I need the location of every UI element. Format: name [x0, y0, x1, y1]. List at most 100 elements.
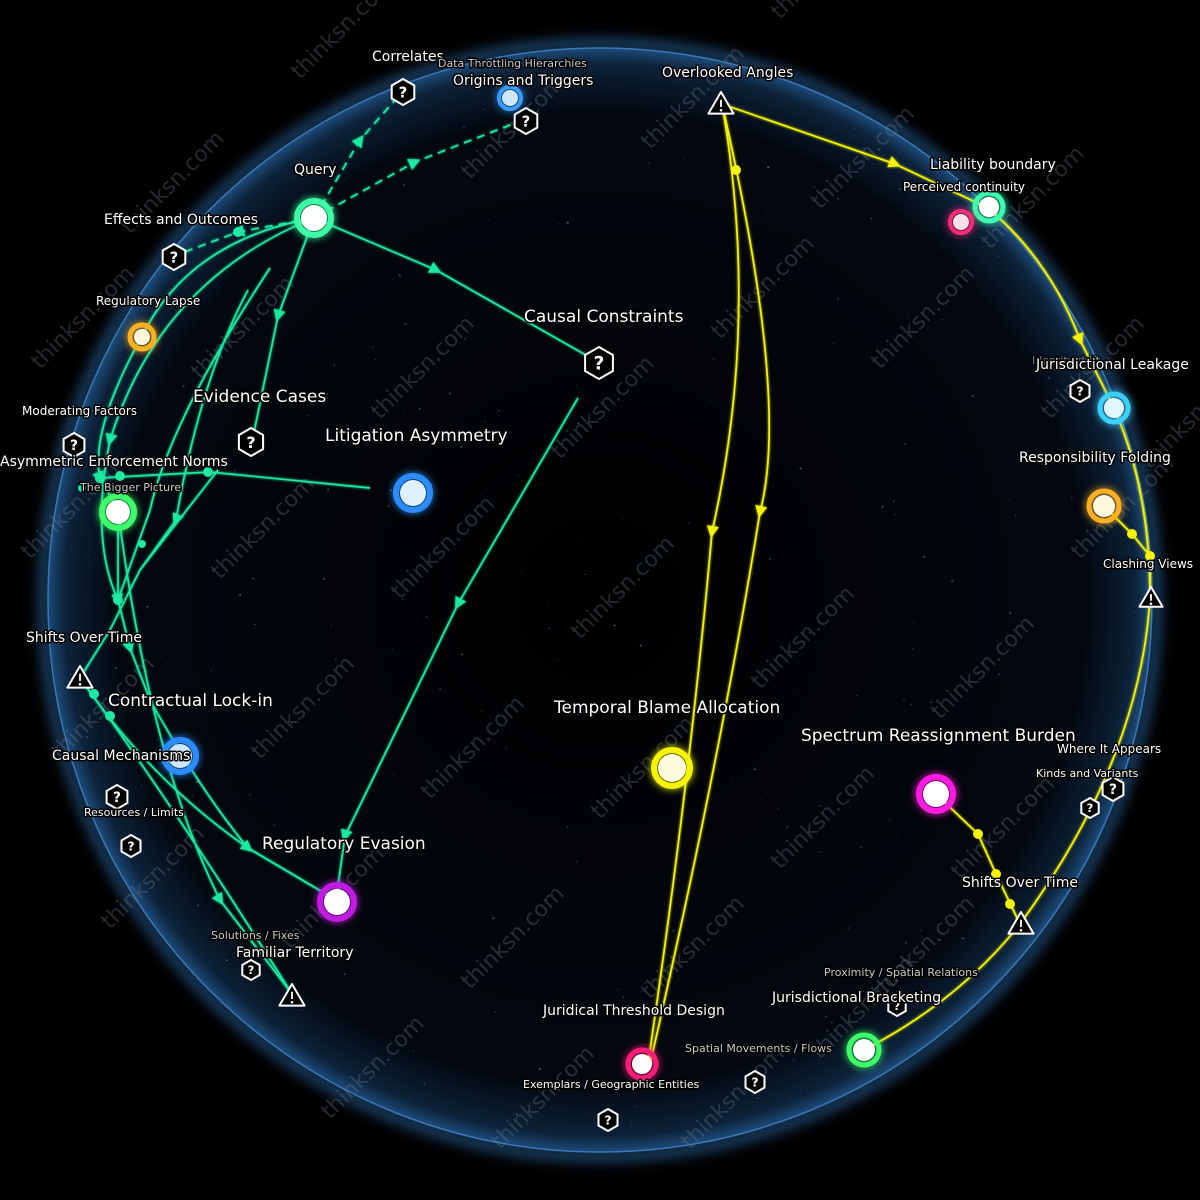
edge-shifts-familiar: [79, 677, 293, 995]
identity-drift-label[interactable]: Identity drift: [1031, 353, 1103, 369]
spectrum-reassignment-burden-node[interactable]: [916, 774, 956, 814]
moderating-factors-question-icon[interactable]: ?: [62, 431, 86, 459]
data-throttling-hierarchies-label[interactable]: Data Throttling Hierarchies: [437, 56, 589, 72]
exemplars-geographic-entities-question-icon[interactable]: ?: [597, 1107, 619, 1133]
edge-query-correlates: [313, 91, 403, 219]
edge-overlooked-juridical-b: [649, 103, 770, 1065]
proximity-spatial-relations-label[interactable]: Proximity / Spatial Relations: [823, 965, 980, 981]
origins-and-triggers-question-icon[interactable]: ?: [513, 106, 539, 136]
star: [418, 407, 421, 410]
responsibility-folding-node[interactable]: [1086, 488, 1122, 524]
data-throttling-hierarchies-node[interactable]: [497, 85, 523, 111]
correlates-question-icon[interactable]: ?: [390, 77, 416, 107]
overlooked-angles-warning-icon[interactable]: [707, 91, 735, 115]
star: [1046, 455, 1048, 456]
causal-constraints-label[interactable]: Causal Constraints: [523, 306, 686, 329]
temporal-blame-allocation-node[interactable]: [651, 747, 693, 789]
shifts-over-time-right-label[interactable]: Shifts Over Time: [961, 874, 1080, 893]
clashing-views-warning-icon[interactable]: [1138, 586, 1164, 608]
litigation-asymmetry-label[interactable]: Litigation Asymmetry: [324, 425, 510, 448]
asymmetric-enforcement-norms-node[interactable]: [99, 493, 137, 531]
shifts-over-time-left-warning-icon[interactable]: [66, 665, 94, 689]
familiar-territory-label[interactable]: Familiar Territory: [235, 944, 355, 963]
star: [233, 469, 236, 472]
kinds-and-variants-label[interactable]: Kinds and Variants: [1035, 766, 1141, 782]
star: [741, 467, 743, 469]
responsibility-folding-label[interactable]: Responsibility Folding: [1018, 449, 1173, 468]
regulatory-lapse-node[interactable]: [127, 322, 157, 352]
where-it-appears-label[interactable]: Where It Appears: [1056, 741, 1163, 758]
perceived-continuity-node[interactable]: [948, 209, 974, 235]
causal-mechanisms-question-icon[interactable]: ?: [105, 783, 129, 811]
evidence-cases-question-icon[interactable]: ?: [237, 426, 265, 458]
query-label[interactable]: Query: [293, 161, 339, 180]
resources-limits-label[interactable]: Resources / Limits: [83, 805, 186, 821]
where-it-appears-question-icon[interactable]: ?: [1101, 775, 1125, 803]
star: [526, 1123, 529, 1126]
causal-constraints-question-icon[interactable]: ?: [584, 345, 614, 381]
solutions-fixes-label[interactable]: Solutions / Fixes: [210, 928, 302, 944]
juridical-threshold-design-label[interactable]: Juridical Threshold Design: [541, 1002, 727, 1021]
moderating-factors-label[interactable]: Moderating Factors: [21, 403, 139, 420]
spatial-movements-flows-label[interactable]: Spatial Movements / Flows: [684, 1041, 834, 1057]
contractual-lock-in-node[interactable]: [161, 737, 199, 775]
solutions-fixes-question-icon[interactable]: ?: [241, 958, 261, 982]
causal-mechanisms-label[interactable]: Causal Mechanisms: [51, 747, 192, 766]
edge-constraints-evasion: [335, 397, 579, 901]
star: [990, 850, 993, 853]
clashing-views-label[interactable]: Clashing Views: [1102, 556, 1195, 573]
star: [786, 826, 789, 828]
star: [387, 505, 390, 508]
familiar-territory-warning-icon[interactable]: [278, 983, 306, 1007]
evidence-cases-label[interactable]: Evidence Cases: [192, 386, 328, 409]
query-node[interactable]: [294, 198, 334, 238]
svg-text:?: ?: [522, 112, 531, 130]
effects-and-outcomes-label[interactable]: Effects and Outcomes: [103, 211, 260, 230]
resources-limits-question-icon[interactable]: ?: [120, 833, 142, 859]
liability-boundary-label[interactable]: Liability boundary: [929, 156, 1058, 175]
perceived-continuity-label[interactable]: Perceived continuity: [902, 179, 1027, 196]
effects-and-outcomes-question-icon[interactable]: ?: [161, 242, 187, 272]
juridical-threshold-design-node[interactable]: [625, 1047, 659, 1081]
star: [85, 736, 89, 739]
jurisdictional-leakage-label[interactable]: Jurisdictional Leakage: [1034, 356, 1191, 375]
jurisdictional-leakage-node[interactable]: [1097, 391, 1131, 425]
jurisdictional-bracketing-node[interactable]: [846, 1032, 882, 1068]
spatial-movements-flows-question-icon[interactable]: ?: [744, 1069, 766, 1095]
regulatory-lapse-label[interactable]: Regulatory Lapse: [95, 293, 202, 310]
proximity-spatial-relations-question-icon[interactable]: ?: [887, 994, 907, 1018]
temporal-blame-allocation-label[interactable]: Temporal Blame Allocation: [552, 697, 782, 720]
star: [824, 563, 826, 565]
spectrum-reassignment-burden-label[interactable]: Spectrum Reassignment Burden: [800, 725, 1078, 748]
exemplars-geographic-entities-label[interactable]: Exemplars / Geographic Entities: [522, 1077, 702, 1093]
star: [452, 150, 454, 153]
origins-and-triggers-label[interactable]: Origins and Triggers: [452, 72, 595, 91]
contractual-lock-in-label[interactable]: Contractual Lock-in: [107, 690, 275, 713]
star: [913, 622, 916, 624]
regulatory-evasion-label[interactable]: Regulatory Evasion: [261, 833, 428, 856]
star: [529, 1078, 532, 1081]
shifts-over-time-left-label[interactable]: Shifts Over Time: [25, 629, 144, 648]
star: [423, 1082, 426, 1085]
star: [302, 509, 304, 511]
star: [752, 572, 755, 575]
the-bigger-picture-label[interactable]: The Bigger Picture: [78, 480, 183, 496]
star: [818, 851, 821, 854]
star: [941, 318, 943, 321]
overlooked-angles-label[interactable]: Overlooked Angles: [661, 64, 795, 83]
star: [648, 162, 650, 164]
identity-drift-question-icon[interactable]: ?: [1069, 378, 1091, 404]
litigation-asymmetry-node[interactable]: [393, 473, 433, 513]
shifts-over-time-right-warning-icon[interactable]: [1007, 911, 1035, 935]
star: [551, 298, 553, 299]
kinds-and-variants-question-icon[interactable]: ?: [1080, 796, 1100, 820]
correlates-label[interactable]: Correlates: [371, 48, 446, 67]
regulatory-evasion-node[interactable]: [317, 882, 357, 922]
asymmetric-enforcement-norms-label[interactable]: Asymmetric Enforcement Norms: [0, 453, 229, 472]
star: [687, 522, 690, 524]
liability-boundary-node[interactable]: [972, 190, 1006, 224]
star: [895, 513, 897, 516]
star: [910, 704, 912, 706]
jurisdictional-bracketing-label[interactable]: Jurisdictional Bracketing: [770, 989, 943, 1008]
star: [566, 221, 569, 224]
